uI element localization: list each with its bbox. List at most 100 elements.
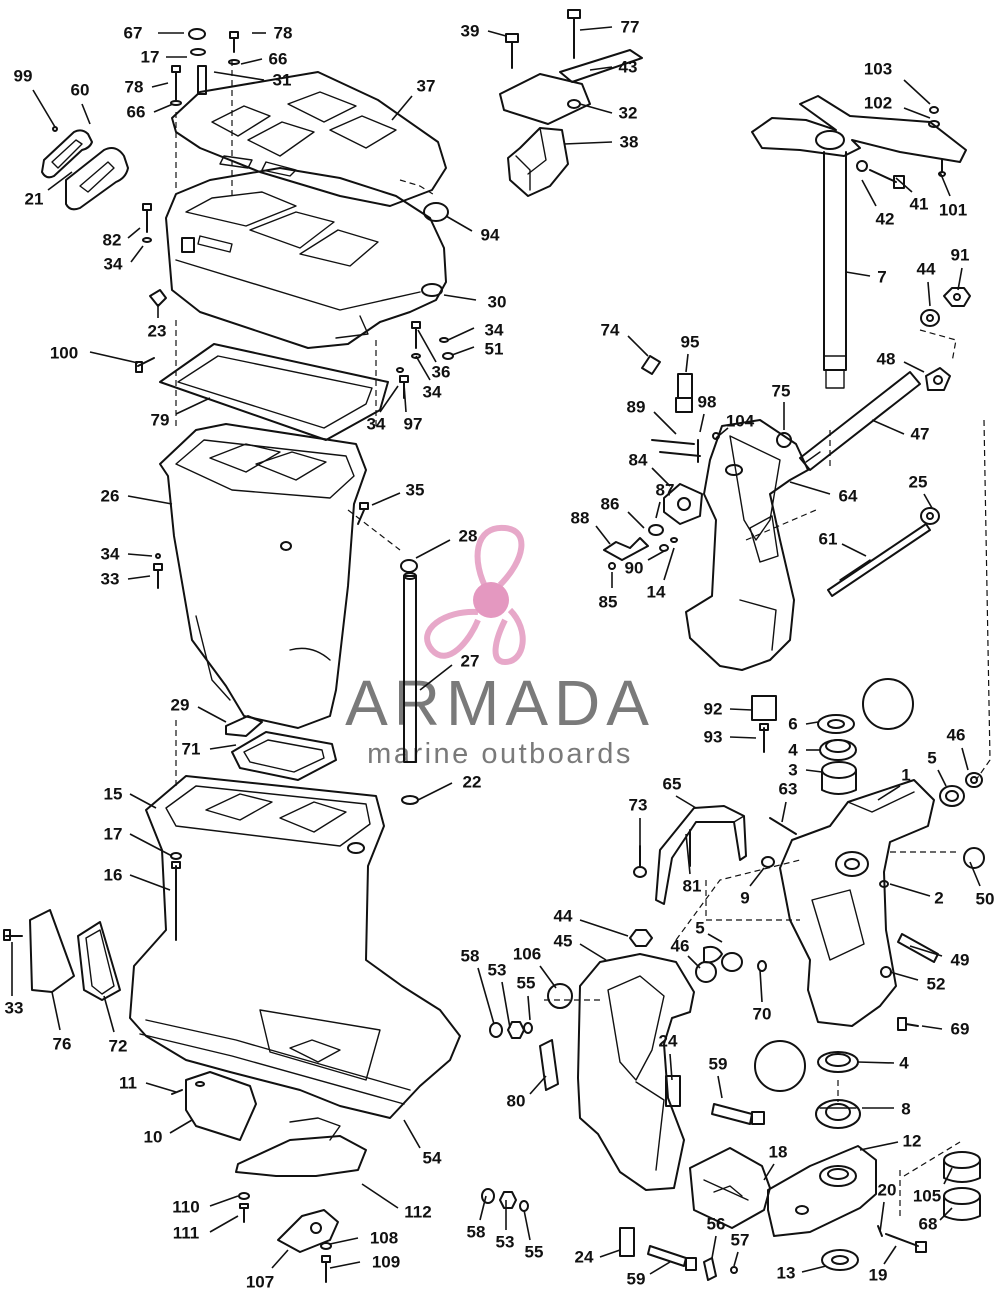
callout-label-102: 102 (864, 94, 892, 113)
callout-label-53: 53 (496, 1233, 515, 1252)
leader-line-59 (649, 1261, 671, 1275)
callout-label-47: 47 (911, 425, 930, 444)
exhaust-housing-26 (159, 423, 367, 729)
leader-line-6 (805, 721, 819, 725)
callout-label-46: 46 (671, 937, 690, 956)
leader-line-34 (379, 385, 399, 413)
leader-line-107 (271, 1249, 289, 1269)
callout-label-46: 46 (947, 726, 966, 745)
callout-label-87: 87 (656, 481, 675, 500)
leader-line-36 (417, 329, 437, 363)
adapter-gasket-37 (171, 71, 447, 207)
callout-label-29: 29 (171, 696, 190, 715)
callout-label-82: 82 (103, 231, 122, 250)
leader-line-38 (563, 141, 613, 145)
callout-label-54: 54 (423, 1149, 442, 1168)
callout-label-78: 78 (274, 24, 293, 43)
leader-line-93 (729, 736, 757, 739)
leader-line-27 (419, 664, 453, 691)
callout-label-68: 68 (919, 1215, 938, 1234)
callout-label-71: 71 (182, 740, 201, 759)
anode-107 (238, 1192, 339, 1283)
callout-label-11: 11 (119, 1074, 137, 1093)
callout-label-24: 24 (659, 1032, 678, 1051)
callout-label-88: 88 (571, 509, 590, 528)
callout-label-17: 17 (104, 825, 123, 844)
callout-label-39: 39 (461, 22, 480, 41)
leader-line-25 (923, 493, 933, 509)
leader-line-72 (103, 995, 115, 1033)
parts-line-art (3, 9, 985, 1283)
callout-label-56: 56 (707, 1215, 726, 1234)
leader-line-106 (539, 965, 557, 989)
exhaust-adapter-21-60 (41, 126, 129, 211)
leader-line-97 (403, 383, 407, 413)
callout-label-33: 33 (101, 570, 120, 589)
leader-line-76 (51, 991, 61, 1031)
callout-label-58: 58 (461, 947, 480, 966)
leader-line-69 (921, 1025, 943, 1030)
leader-line-74 (627, 335, 649, 357)
callout-label-7: 7 (877, 268, 886, 287)
callout-label-5: 5 (927, 749, 936, 768)
plate-112 (235, 1117, 367, 1177)
leader-line-28 (415, 539, 451, 559)
callout-label-5: 5 (695, 919, 704, 938)
leader-line-21 (47, 171, 73, 191)
bushings-92-93-6-4-3 (751, 678, 985, 1092)
callout-label-12: 12 (903, 1132, 922, 1151)
leader-line-51 (451, 346, 475, 356)
leader-line-30 (443, 294, 477, 301)
leader-line-55 (523, 1209, 531, 1241)
leader-line-14 (663, 547, 675, 581)
callout-label-53: 53 (488, 961, 507, 980)
leader-line-91 (957, 267, 963, 291)
callout-label-90: 90 (625, 559, 644, 578)
callout-label-89: 89 (627, 398, 646, 417)
callout-label-61: 61 (819, 530, 838, 549)
leader-line-81 (685, 833, 691, 875)
leader-line-57 (733, 1251, 739, 1267)
callout-label-30: 30 (488, 293, 507, 312)
callout-label-16: 16 (104, 866, 123, 885)
callout-label-32: 32 (619, 104, 638, 123)
callout-label-34: 34 (104, 255, 123, 274)
leader-line-9 (749, 867, 765, 887)
callout-label-98: 98 (698, 393, 717, 412)
callout-label-78: 78 (125, 78, 144, 97)
leader-line-80 (529, 1075, 547, 1095)
callout-label-107: 107 (246, 1273, 274, 1292)
callout-label-99: 99 (14, 67, 33, 86)
callout-label-74: 74 (601, 321, 620, 340)
leader-line-37 (391, 95, 413, 121)
callout-label-44: 44 (917, 260, 936, 279)
leader-line-99 (32, 89, 56, 128)
leader-line-5 (707, 933, 723, 943)
leader-line-34 (415, 355, 431, 381)
leader-line-3 (805, 769, 823, 773)
nuts-44-91-bracket-48 (920, 287, 971, 391)
leader-line-64 (789, 481, 831, 495)
callout-label-76: 76 (53, 1035, 72, 1054)
callout-label-49: 49 (951, 951, 970, 970)
leader-line-60 (81, 103, 91, 125)
leader-line-45 (579, 943, 607, 961)
brand-tagline: marine outboards (367, 738, 633, 770)
callout-label-14: 14 (647, 583, 666, 602)
callout-leaders (11, 26, 981, 1275)
leader-line-22 (417, 782, 453, 801)
callout-label-92: 92 (704, 700, 723, 719)
callout-label-91: 91 (951, 246, 970, 265)
callout-label-106: 106 (513, 945, 541, 964)
leader-line-70 (759, 969, 763, 1003)
callout-label-50: 50 (976, 890, 995, 909)
leader-line-104 (715, 427, 729, 439)
leader-line-31 (213, 71, 265, 81)
leader-line-111 (209, 1215, 239, 1233)
mounts-105-68 (943, 1151, 981, 1221)
leader-line-17 (129, 833, 173, 857)
callout-label-21: 21 (25, 190, 44, 209)
leader-line-41 (895, 177, 913, 193)
stern-bracket-64 (685, 419, 809, 671)
